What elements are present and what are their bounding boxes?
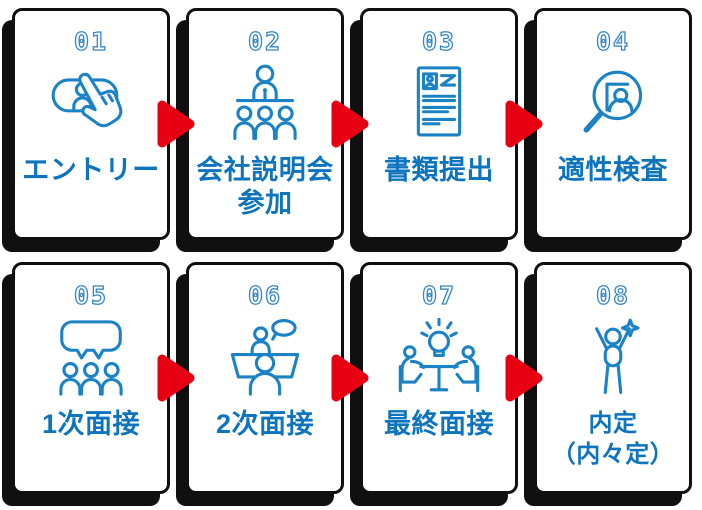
aptitude-test-icon <box>567 59 659 149</box>
step-label: 2次面接 <box>215 409 315 439</box>
arrow-right-icon <box>502 96 546 152</box>
step-number: 04 <box>595 26 631 56</box>
step-label: 最終面接 <box>384 409 494 439</box>
step-label: 1次面接 <box>41 409 141 439</box>
flow-row-2: 05 1次面接 06 <box>12 262 692 494</box>
step-card-aptitude: 04 適性検査 <box>534 8 692 240</box>
step-number: 01 <box>73 26 109 56</box>
flow-row-1: 01 エントリー 02 <box>12 8 692 240</box>
company-seminar-icon <box>219 59 311 149</box>
step-label: 内定 （内々定） <box>551 410 675 469</box>
step-number: 08 <box>595 280 631 310</box>
step-label: 会社説明会 参加 <box>196 155 334 218</box>
arrow-right-icon <box>328 350 372 406</box>
step-card-final-interview: 07 最終面接 <box>360 262 543 494</box>
entry-click-icon <box>45 59 137 149</box>
arrow-right-icon <box>154 96 198 152</box>
step-number: 07 <box>421 280 457 310</box>
arrow-right-icon <box>154 350 198 406</box>
first-interview-icon <box>45 313 137 403</box>
step-label: エントリー <box>22 155 160 185</box>
arrow-right-icon <box>328 96 372 152</box>
step-number: 05 <box>73 280 109 310</box>
step-card-seminar: 02 会社説明会 参加 <box>186 8 369 240</box>
step-label: 書類提出 <box>384 155 494 185</box>
second-interview-icon <box>219 313 311 403</box>
step-number: 02 <box>247 26 283 56</box>
step-card-first-interview: 05 1次面接 <box>12 262 195 494</box>
step-number: 03 <box>421 26 457 56</box>
step-card-job-offer: 08 内定 （内々定） <box>534 262 692 494</box>
arrow-right-icon <box>502 350 546 406</box>
step-card-entry: 01 エントリー <box>12 8 195 240</box>
step-number: 06 <box>247 280 283 310</box>
document-submission-icon <box>393 59 485 149</box>
step-card-second-interview: 06 2次面接 <box>186 262 369 494</box>
job-offer-icon <box>567 313 659 403</box>
step-label: 適性検査 <box>558 155 668 185</box>
final-interview-icon <box>393 313 485 403</box>
step-card-documents: 03 書類提出 <box>360 8 543 240</box>
